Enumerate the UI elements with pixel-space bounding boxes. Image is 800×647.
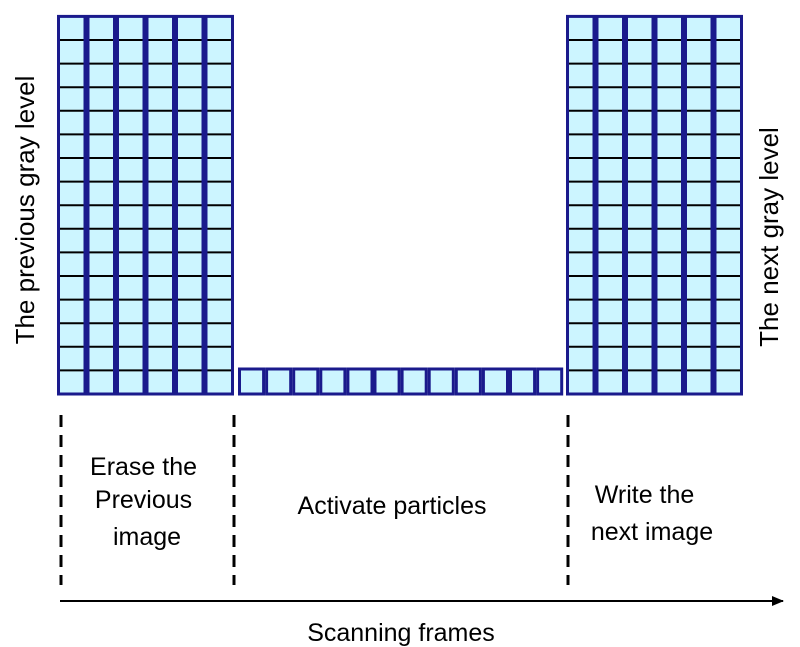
left-axis-label: The previous gray level [10,76,40,345]
right-axis-label: The next gray level [754,127,784,347]
activate-column [292,367,320,396]
activate-column [346,367,374,396]
phase-label-activate: Activate particles [298,492,487,520]
activate-column [265,367,293,396]
erase-block [57,14,234,396]
activate-column [536,367,564,396]
activate-column [400,367,428,396]
activate-block [238,367,564,396]
activate-column [238,367,266,396]
activate-column [509,367,537,396]
phase-label-write: Write the next image [591,481,713,546]
phase-label-erase: Erase the Previous image [90,453,204,551]
activate-column [373,367,401,396]
activate-column [319,367,347,396]
activate-column [481,367,509,396]
write-block [566,14,743,396]
x-axis-label: Scanning frames [307,619,495,647]
activate-column [427,367,455,396]
activate-column [454,367,482,396]
